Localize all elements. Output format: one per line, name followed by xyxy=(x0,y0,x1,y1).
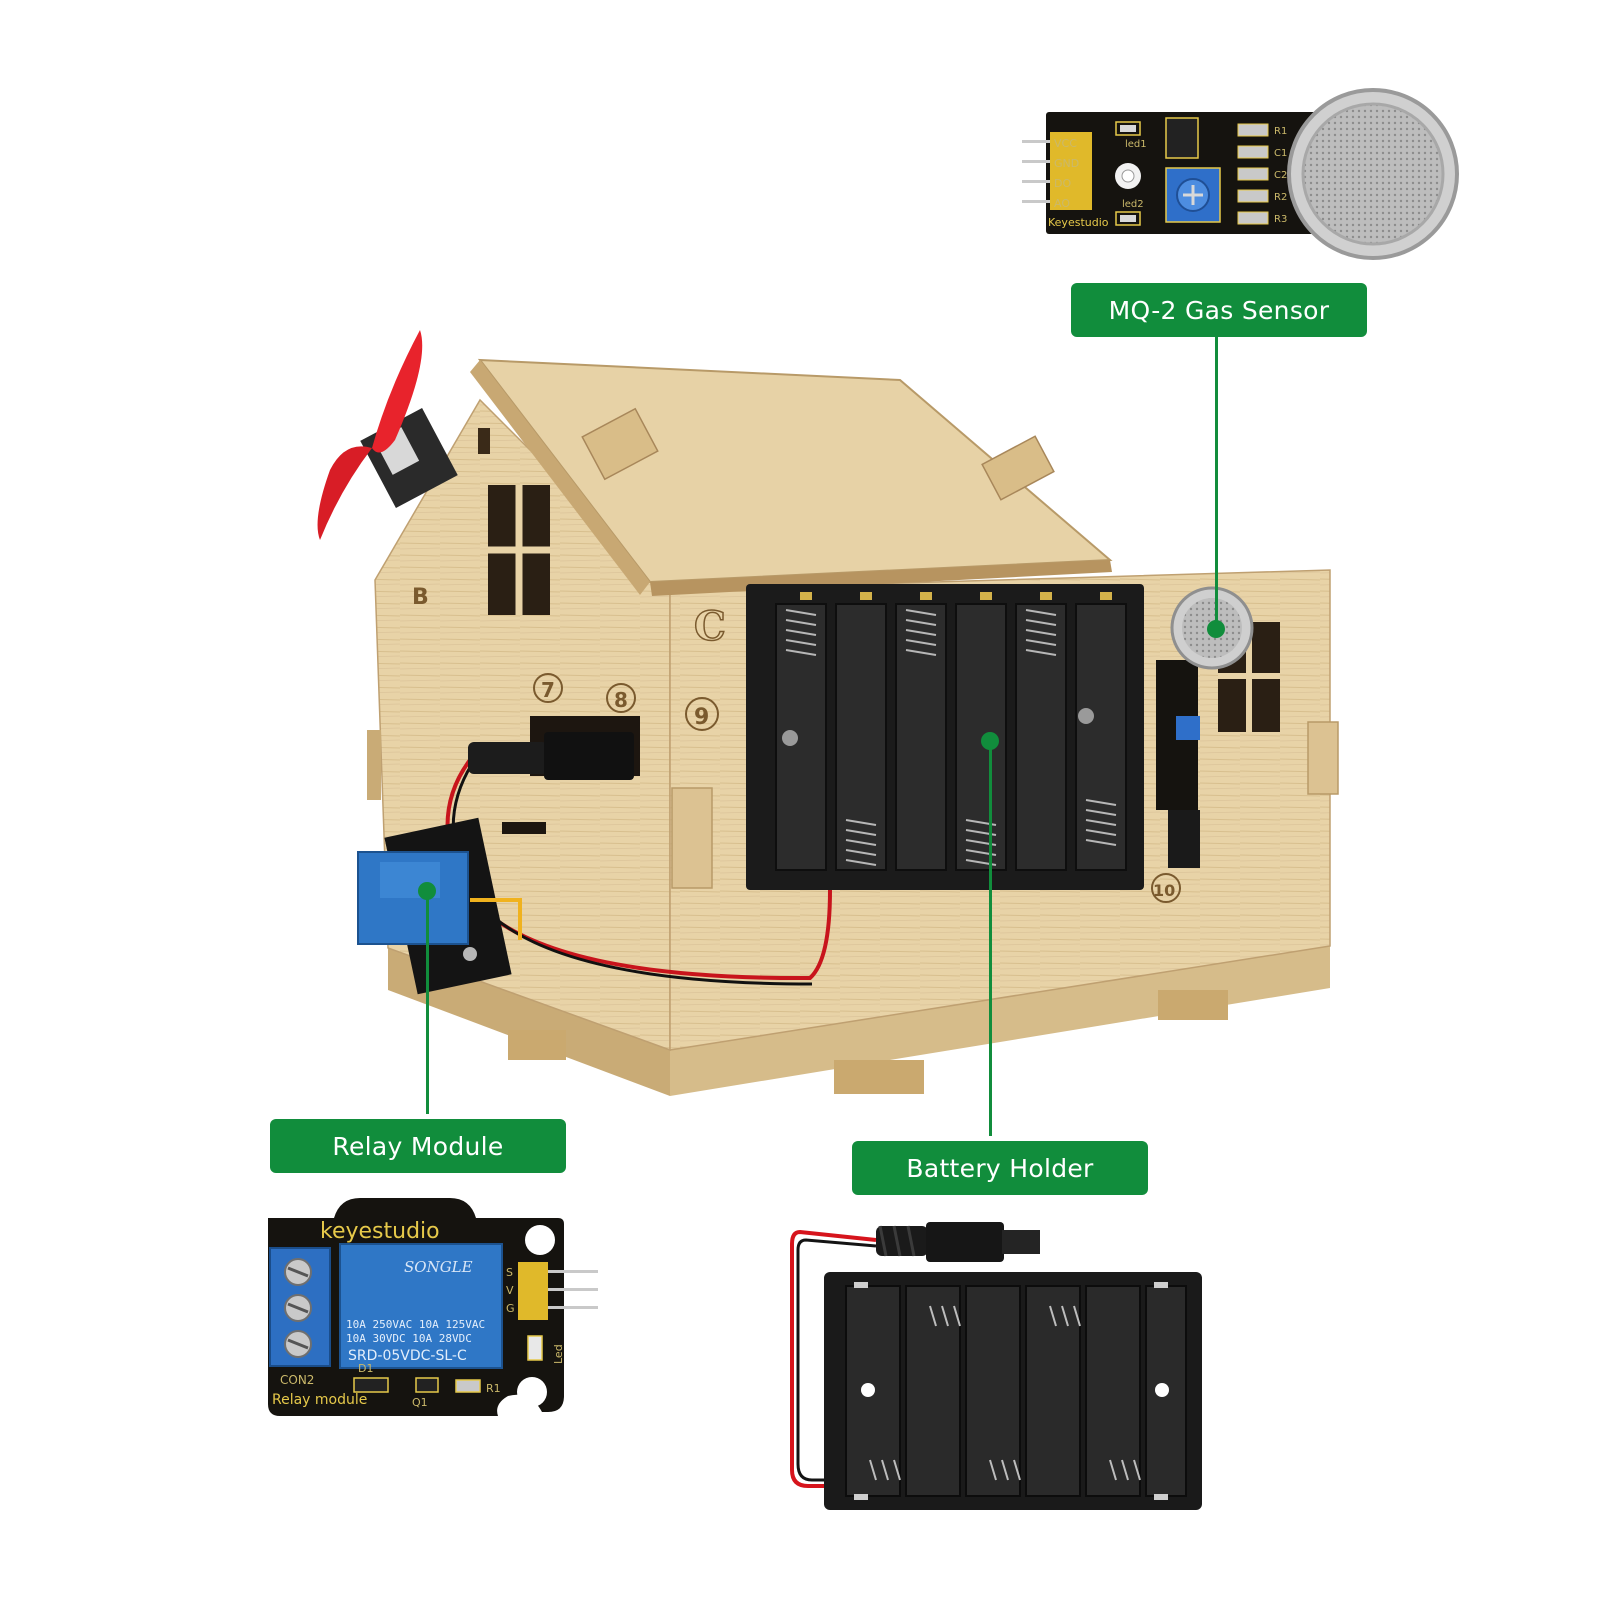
relay-d1-label: D1 xyxy=(358,1362,373,1375)
relay-module-label: Relay module xyxy=(272,1392,367,1408)
relay-con2-label: CON2 xyxy=(280,1373,314,1387)
house-mark-c: C xyxy=(694,603,726,650)
gas-ref-r3: R3 xyxy=(1274,214,1287,225)
house-mark-9: 9 xyxy=(694,705,709,730)
gas-board-brand: Keyestudio xyxy=(1048,216,1109,229)
relay-model: SRD-05VDC-SL-C xyxy=(348,1348,467,1364)
battery-holder-callout-text: Battery Holder xyxy=(906,1153,1094,1183)
house-model: B C 7 8 9 10 xyxy=(317,330,1339,1096)
house-mark-8-circle: 8 xyxy=(606,683,636,713)
house-mark-9-circle: 9 xyxy=(685,697,719,731)
relay-songle-label: SONGLE xyxy=(404,1258,473,1276)
gas-pin-vcc: VCC xyxy=(1054,137,1077,150)
mounted-relay-module xyxy=(357,817,522,995)
gas-ref-r2: R2 xyxy=(1274,192,1287,203)
house-mark-8: 8 xyxy=(614,688,628,712)
relay-rating-1: 10A 250VAC 10A 125VAC xyxy=(346,1318,485,1331)
gas-led1-label: led1 xyxy=(1125,139,1147,150)
battery-holder xyxy=(790,1222,1202,1510)
relay-leader-line xyxy=(426,890,429,1114)
gas-sensor-callout-text: MQ-2 Gas Sensor xyxy=(1108,295,1330,325)
house-mark-10-circle: 10 xyxy=(1151,873,1181,903)
relay-q1-label: Q1 xyxy=(412,1396,428,1409)
gas-led2-label: led2 xyxy=(1122,199,1144,210)
house-mark-7: 7 xyxy=(541,678,555,702)
gas-pin-ao: AO xyxy=(1054,197,1070,210)
relay-pin-g: G xyxy=(506,1302,515,1315)
gas-sensor-leader-line xyxy=(1215,334,1218,630)
battery-holder-callout: Battery Holder xyxy=(852,1141,1148,1195)
gas-ref-c2: C2 xyxy=(1274,170,1287,181)
gas-ref-r1: R1 xyxy=(1274,126,1287,137)
house-mark-7-circle: 7 xyxy=(533,673,563,703)
relay-module-callout-text: Relay Module xyxy=(332,1131,504,1161)
relay-rating-2: 10A 30VDC 10A 28VDC xyxy=(346,1332,472,1345)
relay-board-brand: keyestudio xyxy=(320,1219,440,1244)
fan-propeller xyxy=(317,330,458,540)
gas-sensor-pins xyxy=(1022,132,1092,210)
gas-sensor-leader-dot xyxy=(1207,620,1225,638)
mounted-battery-holder xyxy=(746,584,1144,890)
battery-leader-line xyxy=(989,740,992,1136)
relay-r1-label: R1 xyxy=(486,1382,501,1395)
gas-sensor-callout: MQ-2 Gas Sensor xyxy=(1071,283,1367,337)
relay-cube xyxy=(339,1243,503,1369)
gas-sensor-board: VCC GND DO AO Keyestudio led1 led2 R1 C1… xyxy=(1022,88,1459,260)
relay-led-label: Led xyxy=(552,1344,565,1364)
relay-pin-s: S xyxy=(506,1266,513,1279)
gas-pin-gnd: GND xyxy=(1054,157,1079,170)
gas-pin-do: DO xyxy=(1054,177,1071,190)
house-mark-10: 10 xyxy=(1153,881,1175,900)
gas-ref-c1: C1 xyxy=(1274,148,1287,159)
relay-board: keyestudio CON2 SONGLE 10A 250VAC 10A 12… xyxy=(268,1198,598,1416)
relay-pin-v: V xyxy=(506,1284,514,1297)
relay-leader-dot xyxy=(418,882,436,900)
battery-leader-dot xyxy=(981,732,999,750)
house-mark-b: B xyxy=(412,585,429,610)
relay-module-callout: Relay Module xyxy=(270,1119,566,1173)
